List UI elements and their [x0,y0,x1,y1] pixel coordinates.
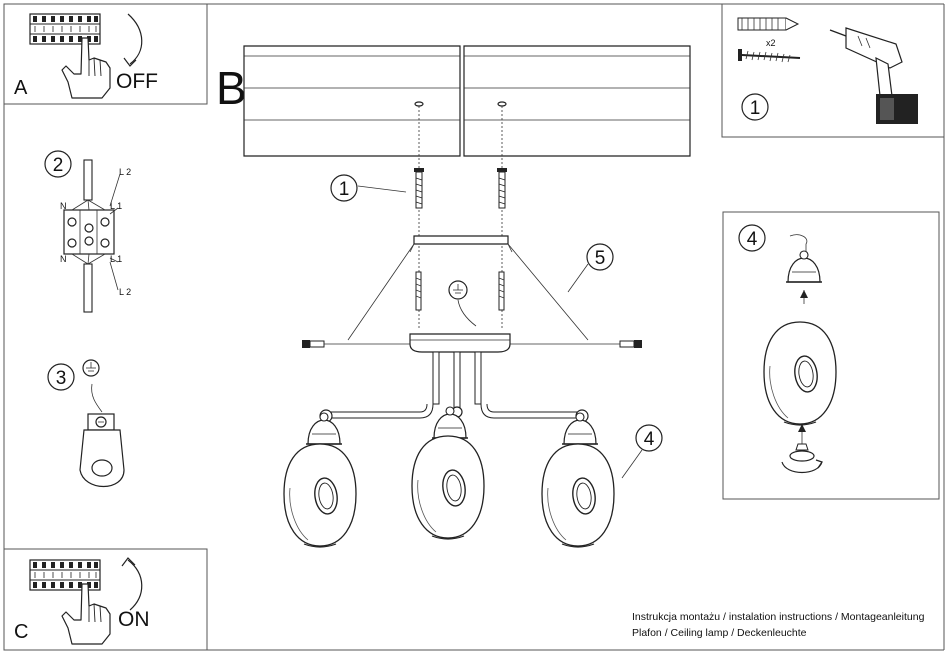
step-3-number: 3 [56,368,67,389]
lamp-arms [319,351,589,423]
lamp-canopy [409,333,511,353]
footer-line-1: Instrukcja montażu / instalation instruc… [632,611,925,623]
panel-left-column-frame [3,3,945,651]
arrow-head-icon [121,557,136,567]
terminal-block [29,559,101,591]
tools-panel: x2 1 [737,17,918,124]
fixing-ring-icon [781,443,823,474]
shade-panel: 4 [738,224,837,474]
glass-shade-icon [763,321,837,426]
hand-icon [61,37,111,99]
quantity-label: x2 [766,38,776,48]
wire-label-l2-bottom: L 2 [119,287,131,297]
ground-symbol-icon [82,359,100,377]
arrow-head-icon [123,57,137,67]
callout-4: 4 [644,429,655,450]
callout-1: 1 [339,179,350,200]
panel-shade-frame [722,211,940,500]
panel-a: A OFF [14,13,158,99]
callout-5: 5 [595,248,606,269]
mounting-screw [498,271,505,311]
glass-shade-icon [411,435,485,540]
panel-c: C ON [14,557,150,645]
panel-tools-frame [721,4,944,138]
panel-a-letter: A [14,77,28,99]
glass-shade-icon [283,443,357,548]
panel-b-letter: B [216,62,247,114]
wall-plug-icon [413,167,425,209]
rotate-arrow-icon [127,13,143,65]
hand-icon [61,583,111,645]
mounting-screw [415,271,422,311]
mounting-bracket [409,235,513,253]
terminal-block [29,13,101,45]
step-4-number: 4 [747,229,758,250]
main-assembly: B 1 [216,45,691,548]
arrow-up-icon [798,424,806,432]
step-2-wiring: 2 L 2 N L 1 N L 1 L 2 [44,150,131,313]
lampholder-cap-icon [785,250,823,283]
wire-label-l2-top: L 2 [119,167,131,177]
screw-icon [738,49,801,63]
step-3-ground: 3 [47,359,125,488]
ground-screw-clamp [79,413,125,488]
panel-c-letter: C [14,621,28,643]
lampholder-cap-icon [431,406,469,439]
rotate-arrow-icon [127,559,143,611]
ground-symbol-icon [448,280,468,300]
ceiling-panel [243,45,691,157]
wall-plug-icon [737,17,800,31]
wire-label-l1-top: L 1 [110,201,122,211]
wire-label-l1-bottom: L 1 [110,254,122,264]
wire-label-n-bottom: N [60,254,67,264]
side-screw-right [510,340,642,348]
off-label: OFF [116,70,158,93]
wire-label-n-top: N [60,201,67,211]
on-label: ON [118,608,150,631]
footer-line-2: Plafon / Ceiling lamp / Deckenleuchte [632,627,807,639]
wall-plug-icon [496,167,508,209]
glass-shade-icon [541,443,615,548]
step-2-number: 2 [53,155,64,176]
arrow-up-icon [800,290,808,298]
step-1-number: 1 [750,98,761,119]
drill-icon [829,27,918,124]
side-screw-left [302,340,412,348]
rotate-arrow-icon [815,459,823,469]
